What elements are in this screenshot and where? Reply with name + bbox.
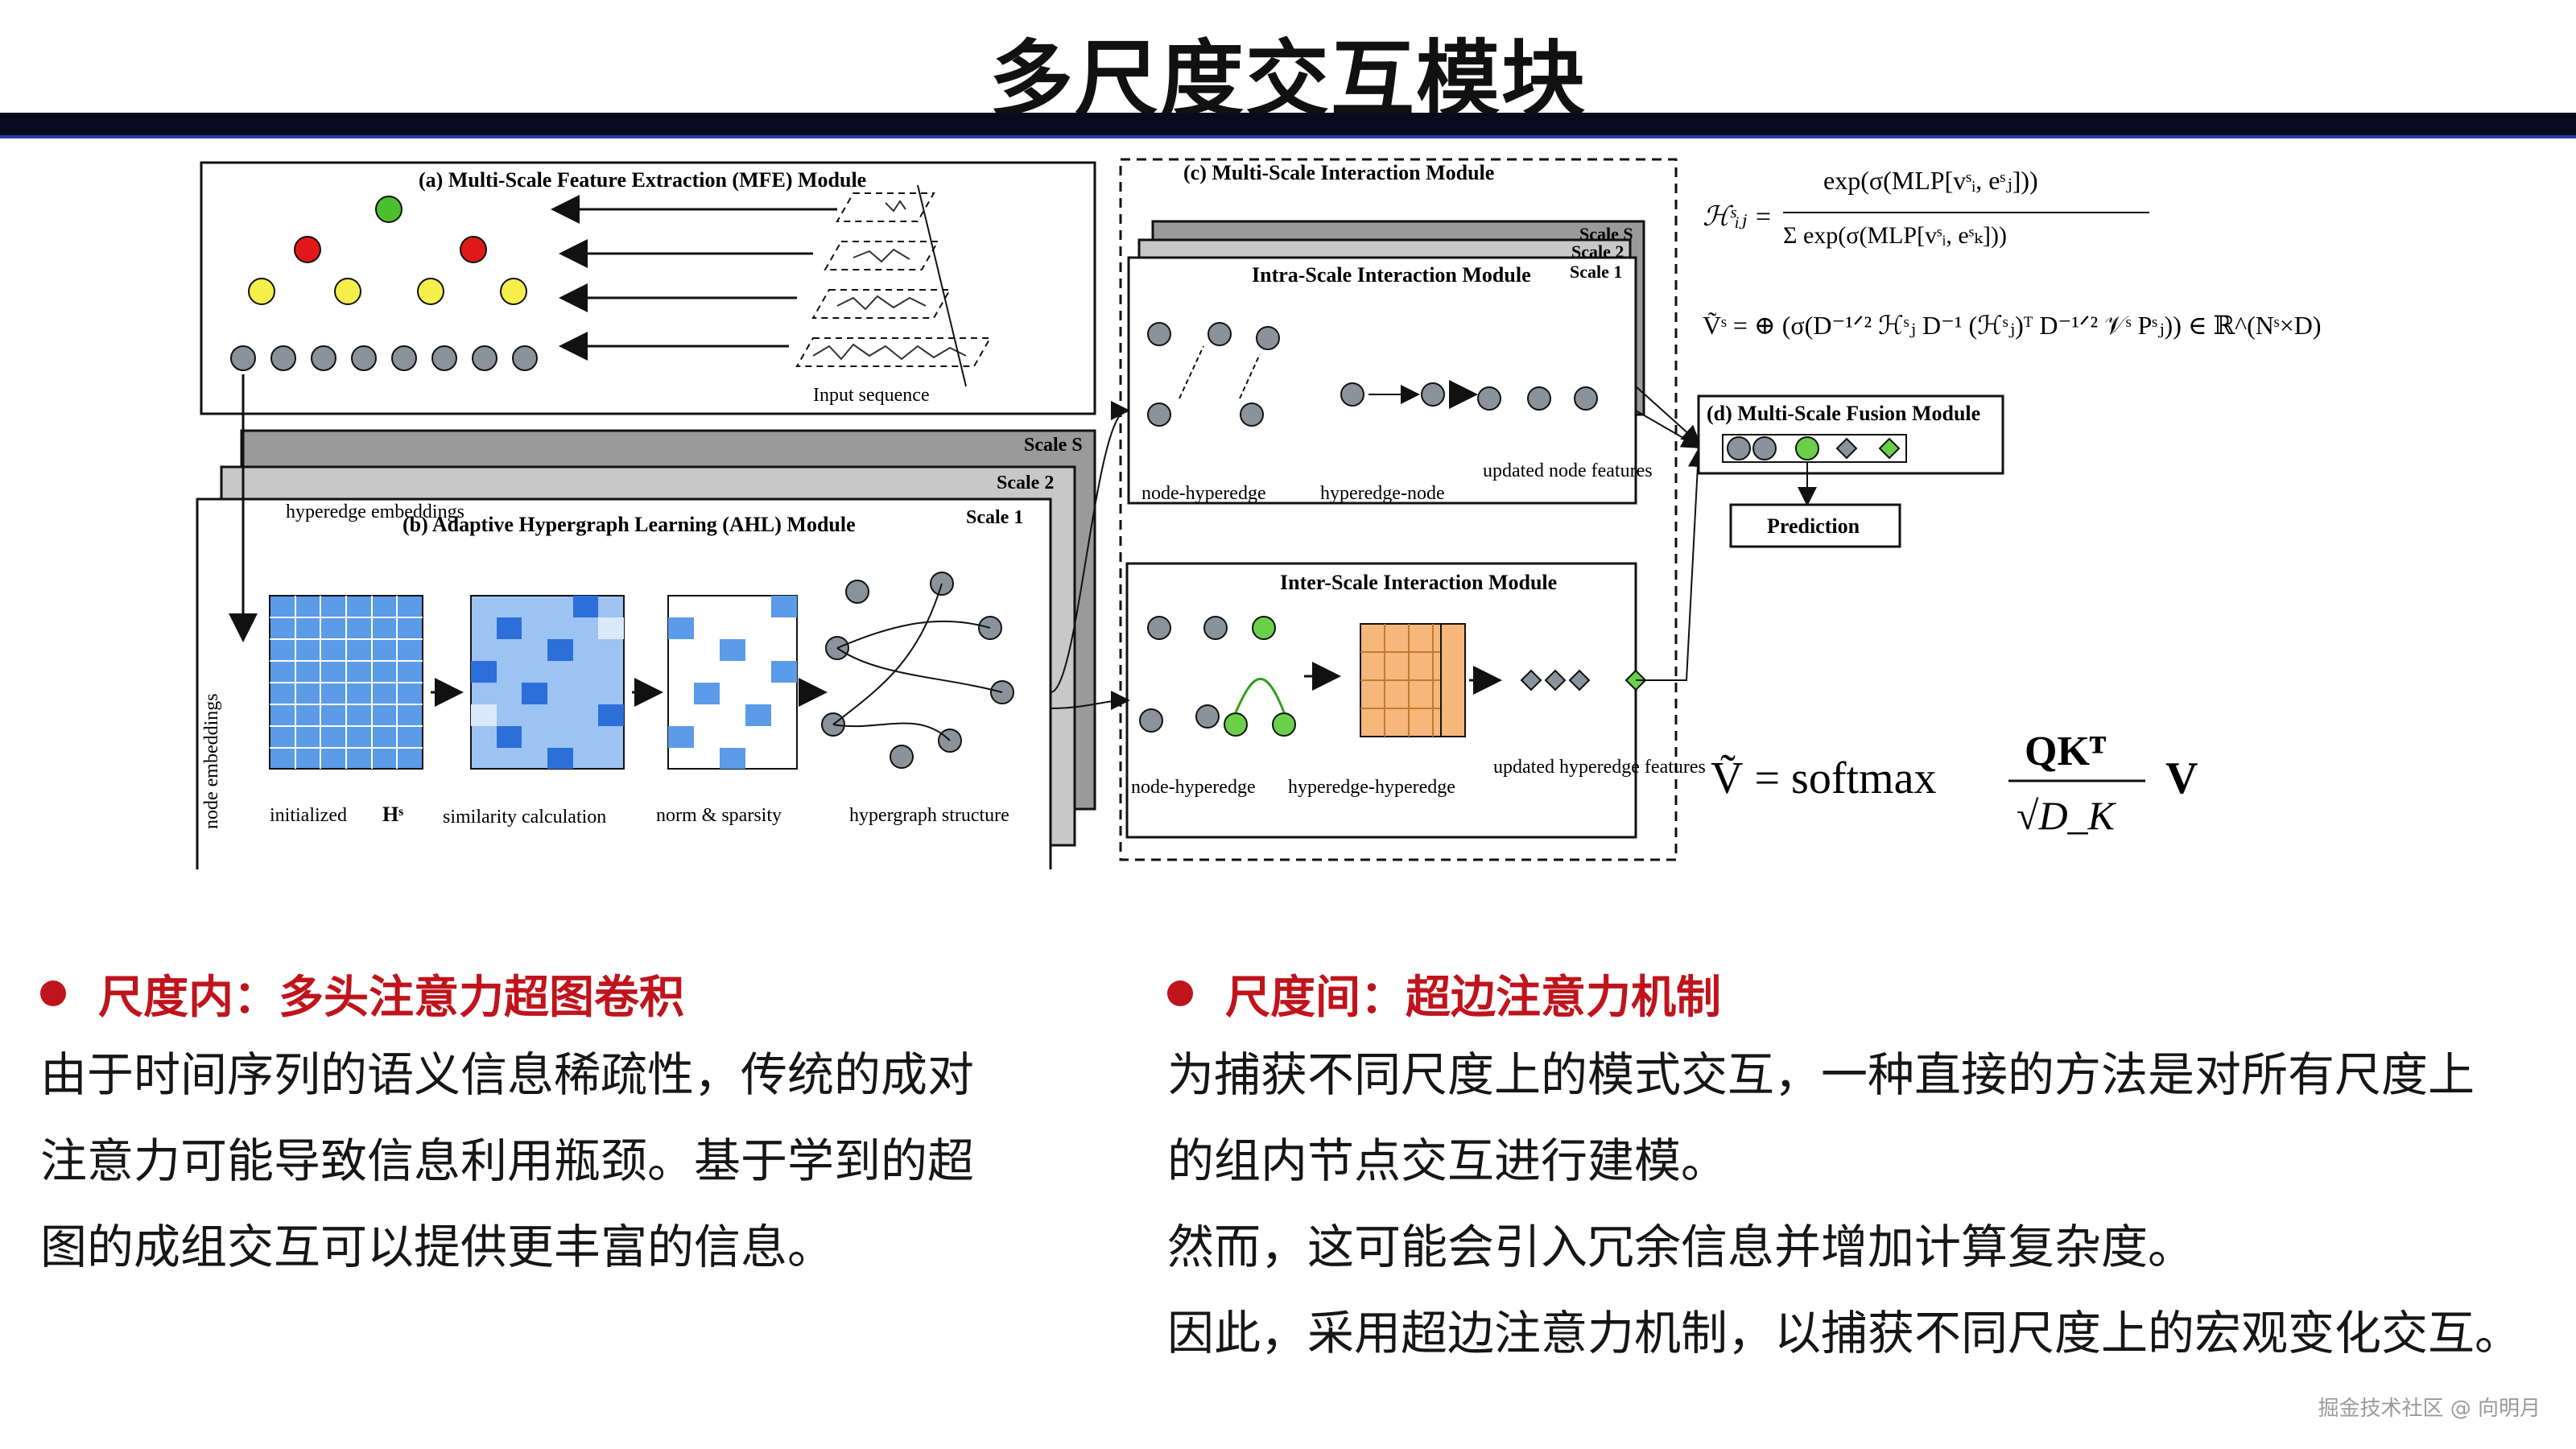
matrix-sparse: [667, 595, 798, 770]
ahl-module: Scale S Scale 2 Scale 1 (b) Adaptive Hyp…: [196, 374, 1096, 881]
eq2: Ṽˢ = ⊕ (σ(D⁻¹ᐟ² ℋˢⱼ D⁻¹ (ℋˢⱼ)ᵀ D⁻¹ᐟ² 𝒱ˢ …: [1703, 311, 2322, 340]
hyperedge-node-label: hyperedge-node: [1320, 483, 1445, 504]
right-line-3: 然而，这可能会引入冗余信息并增加计算复杂度。: [1167, 1220, 2195, 1274]
eq3-lhs: Ṽ = softmax: [1711, 753, 1936, 803]
intra-title: Intra-Scale Interaction Module: [1252, 263, 1531, 287]
right-line-2: 的组内节点交互进行建模。: [1167, 1133, 1728, 1188]
hypergraph-structure: [821, 572, 1014, 769]
right-section: 尺度间：超边注意力机制 为捕获不同尺度上的模式交互，一种直接的方法是对所有尺度上…: [1167, 960, 2552, 1377]
eq1-lhs: ℋˢᵢⱼ =: [1703, 202, 1773, 232]
hyperedge-hyperedge-label: hyperedge-hyperedge: [1288, 777, 1455, 798]
right-line-1: 为捕获不同尺度上的模式交互，一种直接的方法是对所有尺度上: [1167, 1047, 2475, 1102]
left-line-3: 图的成组交互可以提供更丰富的信息。: [40, 1220, 835, 1274]
scale-1-back: Scale 1: [966, 507, 1023, 528]
input-sequence-label: Input sequence: [813, 385, 930, 406]
hyperedge-embeddings-label: hyperedge embeddings: [286, 502, 464, 522]
matrix-similarity: [470, 595, 625, 770]
eq3-rhs: V: [2165, 753, 2198, 803]
hyperedge-feature-grid: [1360, 623, 1466, 737]
eq3-denominator: √D_K: [2017, 793, 2117, 838]
bullet-dot-icon: [40, 980, 66, 1006]
watermark: 掘金技术社区 @ 向明月: [2318, 1397, 2541, 1421]
node-embeddings-label: node embeddings: [201, 693, 222, 829]
slide-title: 多尺度交互模块: [989, 31, 1587, 129]
hypergraph-structure-label: hypergraph structure: [849, 805, 1009, 826]
left-heading-text: 尺度内：多头注意力超图卷积: [98, 971, 684, 1024]
intra-node-hyperedge-label: node-hyperedge: [1141, 483, 1266, 504]
right-heading-text: 尺度间：超边注意力机制: [1225, 971, 1721, 1024]
scale-2-back: Scale 2: [997, 473, 1054, 493]
msi-module: (c) Multi-Scale Interaction Module Scale…: [1119, 158, 1706, 861]
inter-node-hyperedge-label: node-hyperedge: [1131, 777, 1256, 798]
mfe-title: (a) Multi-Scale Feature Extraction (MFE)…: [419, 168, 866, 192]
eq1-numerator: exp(σ(MLP[vˢᵢ, eˢⱼ])): [1823, 166, 2038, 195]
updated-node-features-label: updated node features: [1483, 460, 1653, 481]
initialized-label: initialized: [270, 805, 347, 826]
architecture-figure: (a) Multi-Scale Feature Extraction (MFE)…: [0, 145, 2576, 881]
fusion-module: (d) Multi-Scale Fusion Module Prediction: [1697, 394, 2004, 548]
title-rule: [0, 113, 2576, 138]
left-section: 尺度内：多头注意力超图卷积 由于时间序列的语义信息稀疏性，传统的成对 注意力可能…: [40, 960, 1127, 1290]
eq3-numerator: QKᵀ: [2025, 729, 2107, 774]
left-line-2: 注意力可能导致信息利用瓶颈。基于学到的超: [40, 1133, 975, 1188]
updated-hyperedge-features-label: updated hyperedge features: [1493, 757, 1706, 778]
matrix-initialized: [269, 595, 423, 770]
ahl-title: (b) Adaptive Hypergraph Learning (AHL) M…: [402, 513, 856, 536]
architecture-diagram: (a) Multi-Scale Feature Extraction (MFE)…: [196, 158, 2322, 881]
msi-title: (c) Multi-Scale Interaction Module: [1183, 161, 1494, 184]
bullet-dot-icon: [1167, 980, 1193, 1006]
mfe-module: (a) Multi-Scale Feature Extraction (MFE)…: [200, 161, 1096, 415]
left-line-1: 由于时间序列的语义信息稀疏性，传统的成对: [40, 1047, 975, 1102]
scale-s-back: Scale S: [1024, 435, 1083, 456]
similarity-label: similarity calculation: [443, 807, 606, 828]
fusion-title: (d) Multi-Scale Fusion Module: [1707, 402, 1980, 425]
inter-title: Inter-Scale Interaction Module: [1280, 571, 1557, 594]
eq1-denominator: Σ exp(σ(MLP[vˢᵢ, eˢₖ])): [1783, 222, 2007, 249]
norm-sparsity-label: norm & sparsity: [656, 805, 782, 826]
right-heading: 尺度间：超边注意力机制: [1167, 960, 2552, 1027]
right-line-4: 因此，采用超边注意力机制，以捕获不同尺度上的宏观变化交互。: [1167, 1306, 2522, 1360]
hs-label: Hˢ: [382, 803, 403, 826]
prediction-label: Prediction: [1767, 514, 1860, 538]
left-heading: 尺度内：多头注意力超图卷积: [40, 960, 1127, 1027]
scale-1-intra: Scale 1: [1570, 262, 1622, 282]
equations: ℋˢᵢⱼ = exp(σ(MLP[vˢᵢ, eˢⱼ])) Σ exp(σ(MLP…: [1703, 166, 2322, 838]
